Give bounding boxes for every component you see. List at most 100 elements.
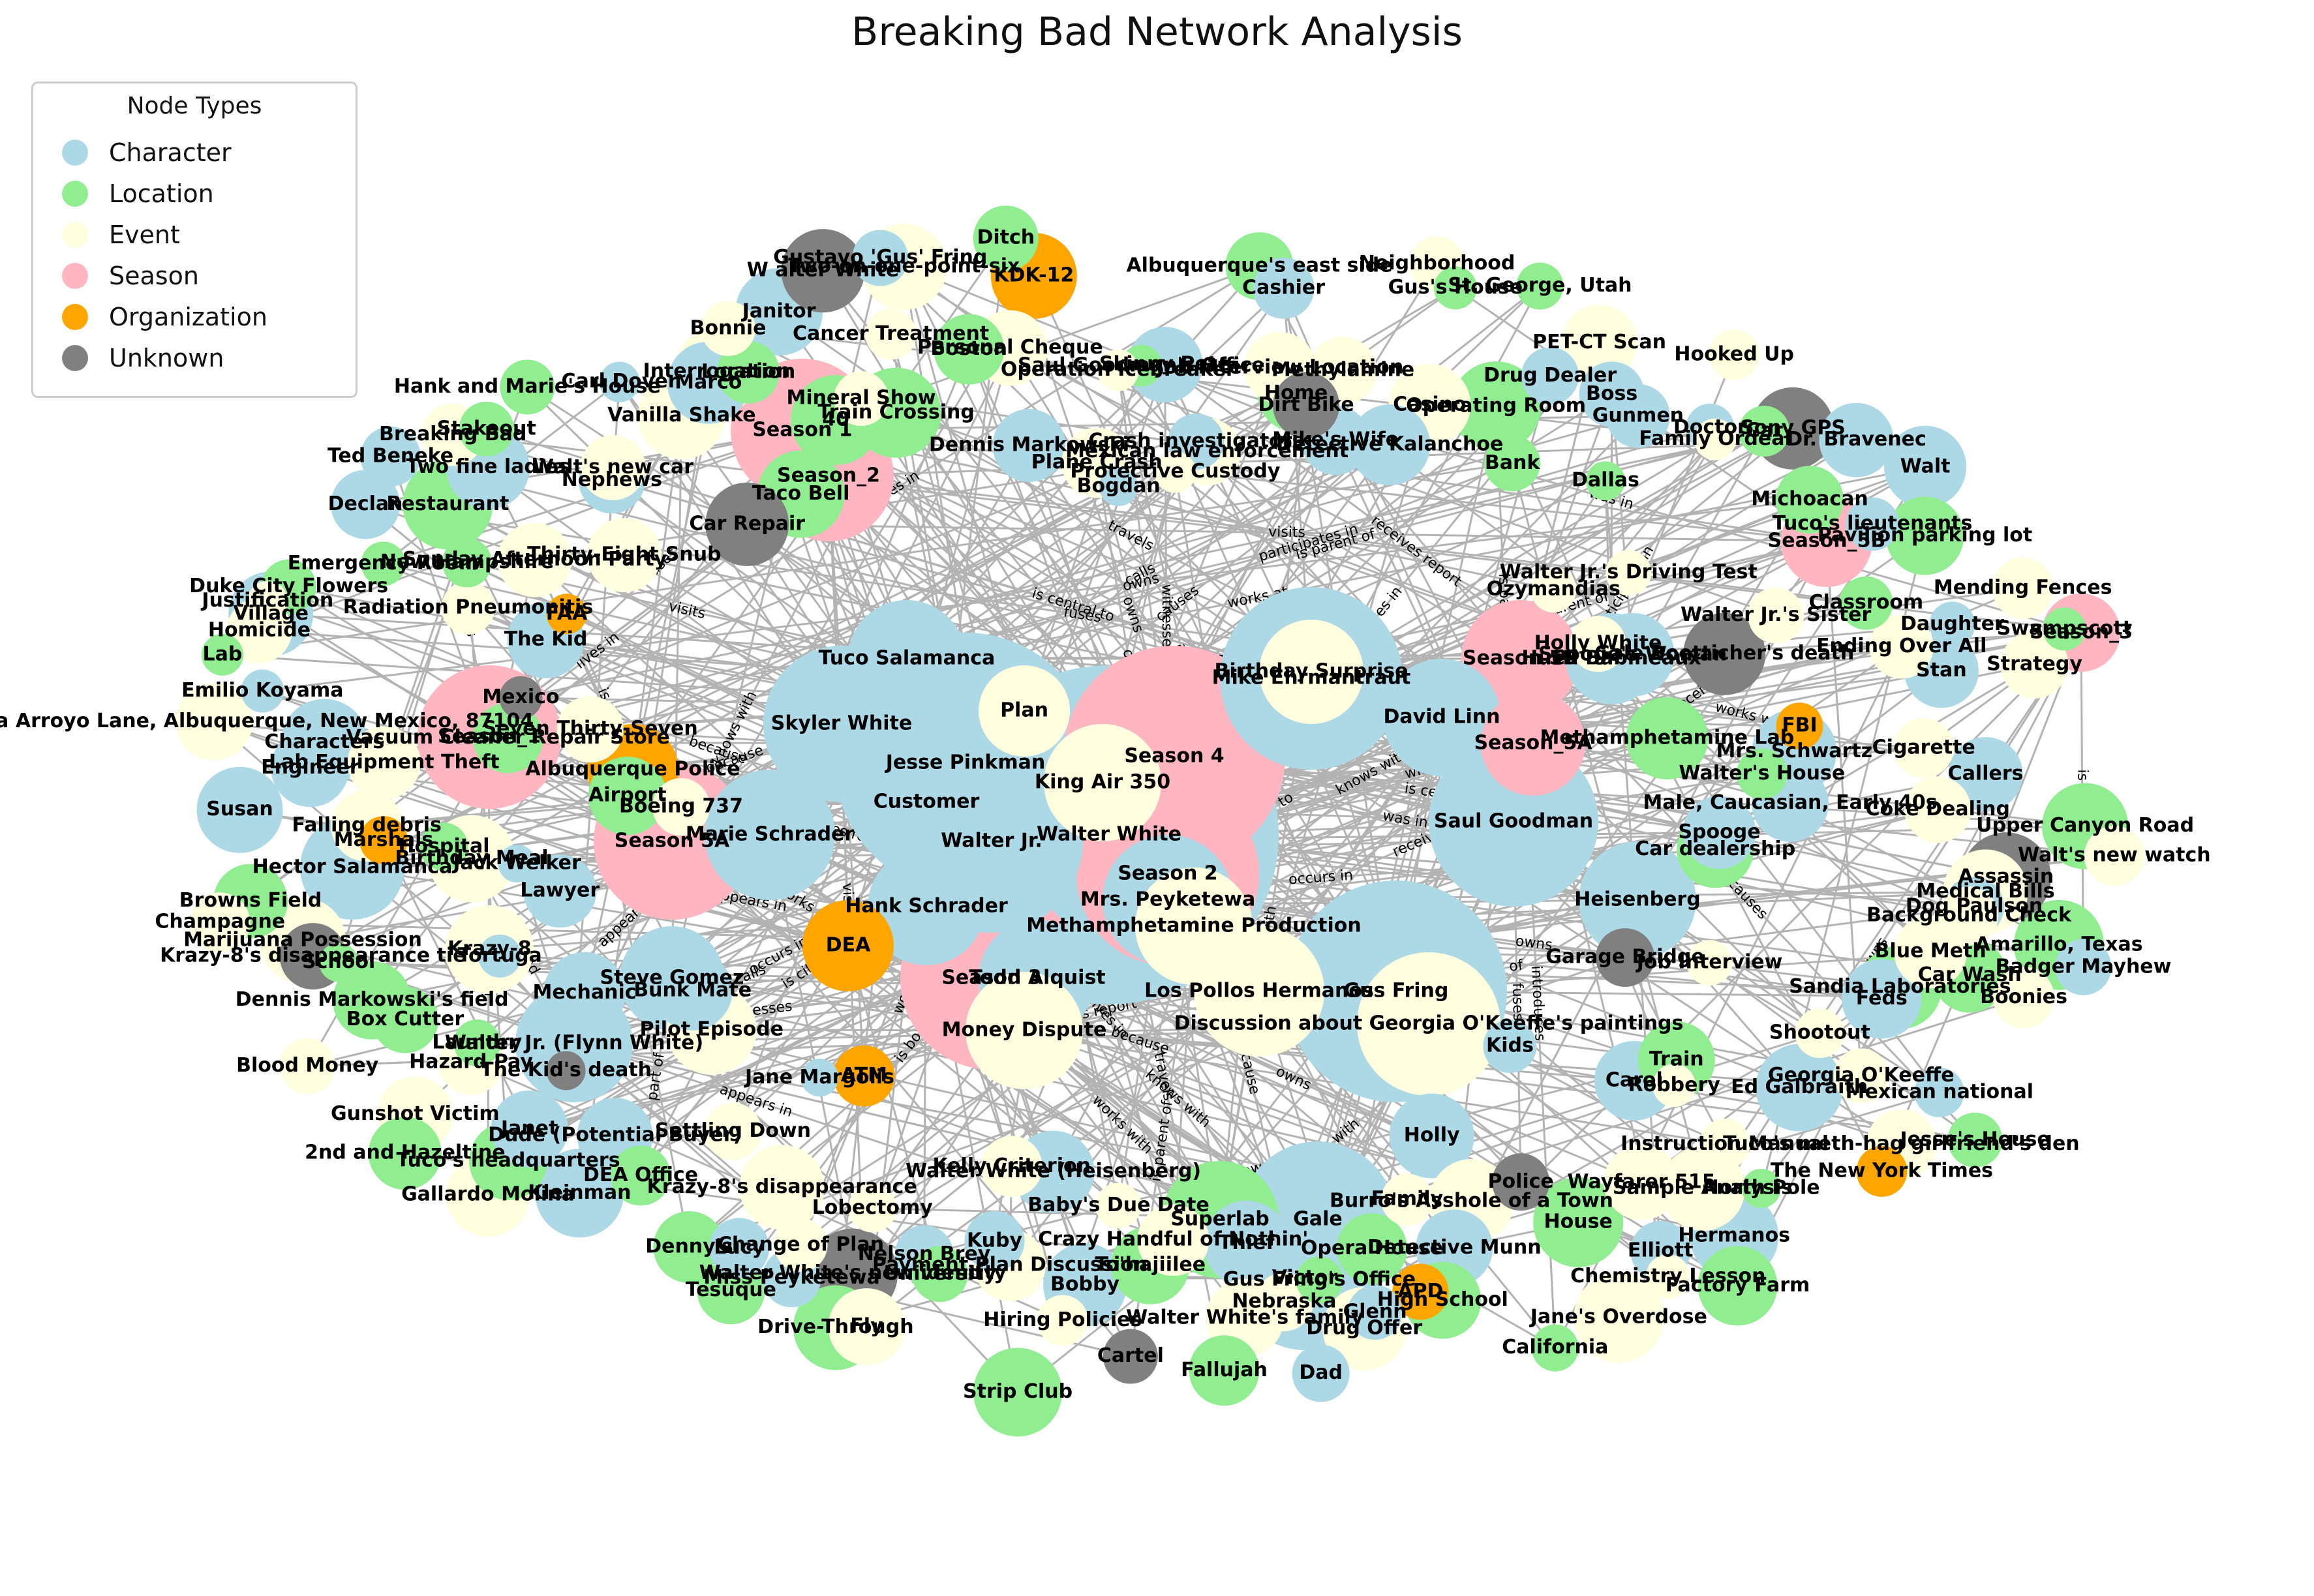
- edge: [847, 945, 941, 1274]
- node-label: Steve Gomez: [600, 967, 744, 989]
- node-event: [580, 434, 646, 500]
- node-organization: [833, 1045, 895, 1107]
- node-label: Marco: [675, 370, 742, 393]
- node-location: [1741, 1169, 1781, 1209]
- node-label: Skyler White: [771, 712, 912, 735]
- node-label: Ditch: [977, 226, 1035, 249]
- node-label: Lawyer: [520, 879, 600, 902]
- node-character: [992, 409, 1066, 483]
- node-label: Hooked Up: [1674, 343, 1794, 366]
- node-label: Neighborhood: [1359, 252, 1515, 275]
- node-label: Dude (Potential Buyer): [488, 1124, 742, 1147]
- node-label: Dallas: [1572, 469, 1639, 492]
- node-label: Elliott: [1628, 1239, 1694, 1261]
- node-label: DEA Office: [583, 1164, 698, 1186]
- node-location: [442, 537, 492, 588]
- node-event: [652, 778, 710, 836]
- node-label: Robbery: [1628, 1074, 1720, 1096]
- node-label: Birthday Meal: [395, 847, 548, 869]
- node-event: [279, 1038, 336, 1094]
- node-label: Drive-Through: [757, 1316, 913, 1338]
- node-label: Discussion about Georgia O'Keeffe's pain…: [1174, 1012, 1684, 1035]
- node-event: [1259, 620, 1363, 724]
- node-label: Vacuum Cleaner Repair Store: [346, 726, 670, 749]
- node-label: Carol: [1606, 1069, 1663, 1092]
- node-label: Money Dispute: [942, 1019, 1107, 1042]
- node-label: Season 5A: [615, 830, 730, 852]
- node-character: [523, 854, 597, 928]
- node-label: Breaking Bad: [379, 423, 526, 445]
- node-label: To'hajiilee: [1095, 1253, 1206, 1276]
- node-label: 308 Negra Arroyo Lane, Albuquerque, New …: [0, 710, 534, 732]
- node-label: Mexican law enforcement: [1065, 440, 1348, 462]
- node-event: [1709, 329, 1760, 381]
- node-label: Hector Salamanca: [252, 856, 453, 879]
- legend-label: Event: [109, 220, 180, 249]
- node-organization: [359, 816, 408, 865]
- node-label: Boonies: [1980, 986, 2067, 1008]
- legend-item-location: Location: [62, 177, 214, 211]
- node-label: Car dealership: [1635, 837, 1795, 860]
- node-label: Two-on-one-point-six: [788, 255, 1020, 278]
- node-label: Gus Fring: [1344, 980, 1449, 1002]
- node-label: Walt's new car: [532, 455, 693, 478]
- node-location: [459, 401, 514, 457]
- legend-marker: [62, 345, 88, 371]
- node-unknown: [705, 482, 789, 566]
- node-label: Hazard Pay: [409, 1050, 533, 1073]
- node-event: [865, 309, 917, 360]
- edge: [671, 977, 1725, 1145]
- node-label: St. George, Utah: [1448, 274, 1632, 297]
- node-label: Dr. Bravenec: [1786, 428, 1926, 451]
- node-label: Car: [1746, 419, 1783, 442]
- node-label: Village: [233, 602, 309, 625]
- node-label: Kids: [1486, 1034, 1534, 1057]
- node-character: [964, 1211, 1025, 1271]
- node-label: Gustavo 'Gus' Fring: [773, 246, 987, 269]
- node-character: [1606, 384, 1670, 448]
- edge: [521, 427, 1793, 699]
- chart-title: Breaking Bad Network Analysis: [851, 9, 1463, 55]
- node-event: [1606, 550, 1652, 596]
- node-event: [701, 301, 756, 356]
- node-label: Spooge's Woman: [1538, 642, 1727, 665]
- node-location: [973, 205, 1039, 271]
- node-label: Justification: [200, 589, 333, 612]
- node-label: Krazy-8's disappearance: [647, 1175, 917, 1198]
- node-label: Jane's Overdose: [1529, 1306, 1707, 1329]
- node-label: Drug Dealer: [1484, 364, 1617, 387]
- node-label: Crazy Handful of Nothin': [1038, 1228, 1308, 1251]
- node-label: School: [302, 950, 375, 973]
- node-label: Walter Jr.'s Driving Test: [1500, 561, 1758, 584]
- node-label: Birthday Surprise: [1215, 660, 1408, 683]
- edge: [1519, 657, 1976, 1141]
- node-location: [319, 942, 359, 982]
- node-label: Walter's House: [1679, 762, 1845, 785]
- node-event: [1380, 1173, 1433, 1226]
- node-label: King Air 350: [1035, 771, 1170, 794]
- node-character: [1349, 404, 1431, 486]
- node-label: Box Cutter: [346, 1008, 464, 1031]
- node-label: APD: [1397, 1280, 1443, 1302]
- node-label: W alter White: [747, 259, 899, 282]
- node-label: Bunk Mate: [633, 978, 752, 1001]
- node-event: [1137, 1204, 1210, 1276]
- node-unknown: [1273, 372, 1340, 439]
- node-label: Restaurant: [386, 492, 509, 515]
- legend-item-character: Character: [62, 136, 232, 170]
- node-label: ATM: [841, 1064, 887, 1087]
- node-location: [1885, 496, 1964, 575]
- node-label: Operation Icebreaker: [1001, 358, 1236, 381]
- node-label: Ed Galbraith: [1731, 1076, 1868, 1098]
- node-label: Season_1: [438, 725, 541, 748]
- node-character: [1914, 1067, 1964, 1117]
- node-label: Stakeout: [437, 417, 536, 440]
- node-location: [500, 359, 555, 415]
- node-label: Declan: [328, 492, 403, 515]
- node-event: [1686, 940, 1733, 986]
- edge: [632, 415, 683, 770]
- node-label: Huell Babineaux: [1521, 647, 1701, 670]
- node-label: Kuby: [967, 1229, 1023, 1252]
- node-event: [1561, 305, 1637, 381]
- node-character: [599, 361, 640, 402]
